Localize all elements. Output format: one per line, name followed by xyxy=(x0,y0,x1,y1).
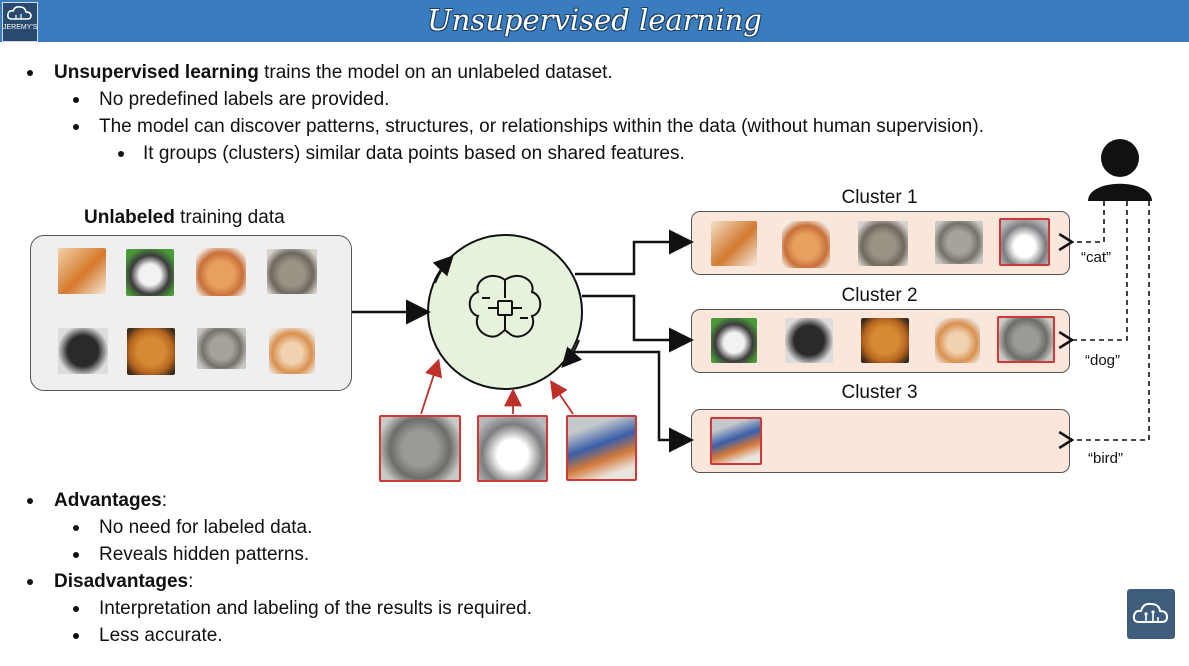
input-dog-arrow xyxy=(420,358,443,415)
disadvantage-item: Interpretation and labeling of the resul… xyxy=(99,598,533,619)
person-icon xyxy=(1088,139,1152,201)
dog-image xyxy=(785,318,833,363)
dog-image xyxy=(126,249,174,296)
bullet-dot xyxy=(73,124,79,130)
logo-text: JEREMY'S IT LAB xyxy=(3,24,37,31)
input-cat-image xyxy=(477,415,548,482)
dog-image xyxy=(58,328,108,374)
bullet-no-labels: No predefined labels are provided. xyxy=(99,89,390,110)
disadvantage-item: Less accurate. xyxy=(99,625,223,646)
corner-logo xyxy=(1127,589,1175,639)
dog-label: “dog” xyxy=(1085,352,1121,369)
bullet-discover-patterns: The model can discover patterns, structu… xyxy=(99,116,984,137)
bullet-dot xyxy=(73,606,79,612)
cat-image xyxy=(711,221,757,266)
unlabeled-rest: training data xyxy=(174,207,285,228)
bullet-bold-term: Unsupervised learning xyxy=(54,62,259,83)
advantages-colon: : xyxy=(161,490,167,511)
page-title: Unsupervised learning xyxy=(427,3,762,37)
disadvantages-heading: Disadvantages: xyxy=(54,571,193,593)
dog-image xyxy=(269,328,315,374)
cat-image xyxy=(858,221,908,266)
cat-image xyxy=(267,249,317,294)
bullet-dot xyxy=(73,525,79,531)
cat-image xyxy=(196,248,246,296)
advantage-item: Reveals hidden patterns. xyxy=(99,544,310,565)
bullet-unsupervised: Unsupervised learning trains the model o… xyxy=(54,62,613,84)
bullet-dot xyxy=(73,633,79,639)
cluster-2-arrow xyxy=(582,294,694,353)
cluster-2-title: Cluster 2 xyxy=(841,285,918,306)
cloud-circuit-icon xyxy=(7,6,32,20)
cat-image xyxy=(935,221,983,264)
labeled-dog-image xyxy=(997,316,1055,363)
cluster-3-title: Cluster 3 xyxy=(841,382,918,403)
bullet-dot xyxy=(27,498,33,504)
advantages-heading: Advantages: xyxy=(54,490,167,512)
cloud-circuit-icon xyxy=(1132,602,1169,623)
labeled-cat-image xyxy=(999,218,1050,266)
input-dog-image xyxy=(379,415,461,482)
unlabeled-bold: Unlabeled xyxy=(84,207,175,228)
bullet-text: trains the model on an unlabeled dataset… xyxy=(258,62,613,83)
labeling-lines xyxy=(1058,201,1150,450)
bullet-dot xyxy=(73,552,79,558)
cat-image xyxy=(58,248,106,294)
cat-image xyxy=(782,221,830,268)
dog-image xyxy=(711,318,757,363)
unlabeled-data-heading: Unlabeled training data xyxy=(84,207,285,229)
advantage-item: No need for labeled data. xyxy=(99,517,313,538)
cat-image xyxy=(197,328,246,369)
bullet-dot xyxy=(73,97,79,103)
dog-image xyxy=(861,318,909,363)
cat-label: “cat” xyxy=(1081,249,1111,266)
input-bird-arrow xyxy=(549,380,574,415)
disadvantages-title: Disadvantages xyxy=(54,571,189,592)
cluster-3-arrow xyxy=(574,350,694,453)
jeremys-it-lab-logo: JEREMY'S IT LAB xyxy=(2,2,38,42)
cluster-1-arrow xyxy=(575,229,694,276)
bullet-groups-clusters: It groups (clusters) similar data points… xyxy=(143,143,685,164)
advantages-title: Advantages xyxy=(54,490,162,511)
title-bar: JEREMY'S IT LAB Unsupervised learning xyxy=(0,0,1189,42)
dog-image xyxy=(935,318,980,363)
bullet-dot xyxy=(27,70,33,76)
disadvantages-colon: : xyxy=(188,571,194,592)
input-bird-image xyxy=(566,415,637,481)
bullet-dot xyxy=(118,151,124,157)
bird-label: “bird” xyxy=(1088,450,1124,467)
dog-image xyxy=(127,328,175,375)
brain-chip-icon xyxy=(468,274,542,338)
cluster-1-title: Cluster 1 xyxy=(841,187,918,208)
bird-image xyxy=(710,417,762,465)
model-circle xyxy=(427,234,583,390)
bullet-dot xyxy=(27,579,33,585)
